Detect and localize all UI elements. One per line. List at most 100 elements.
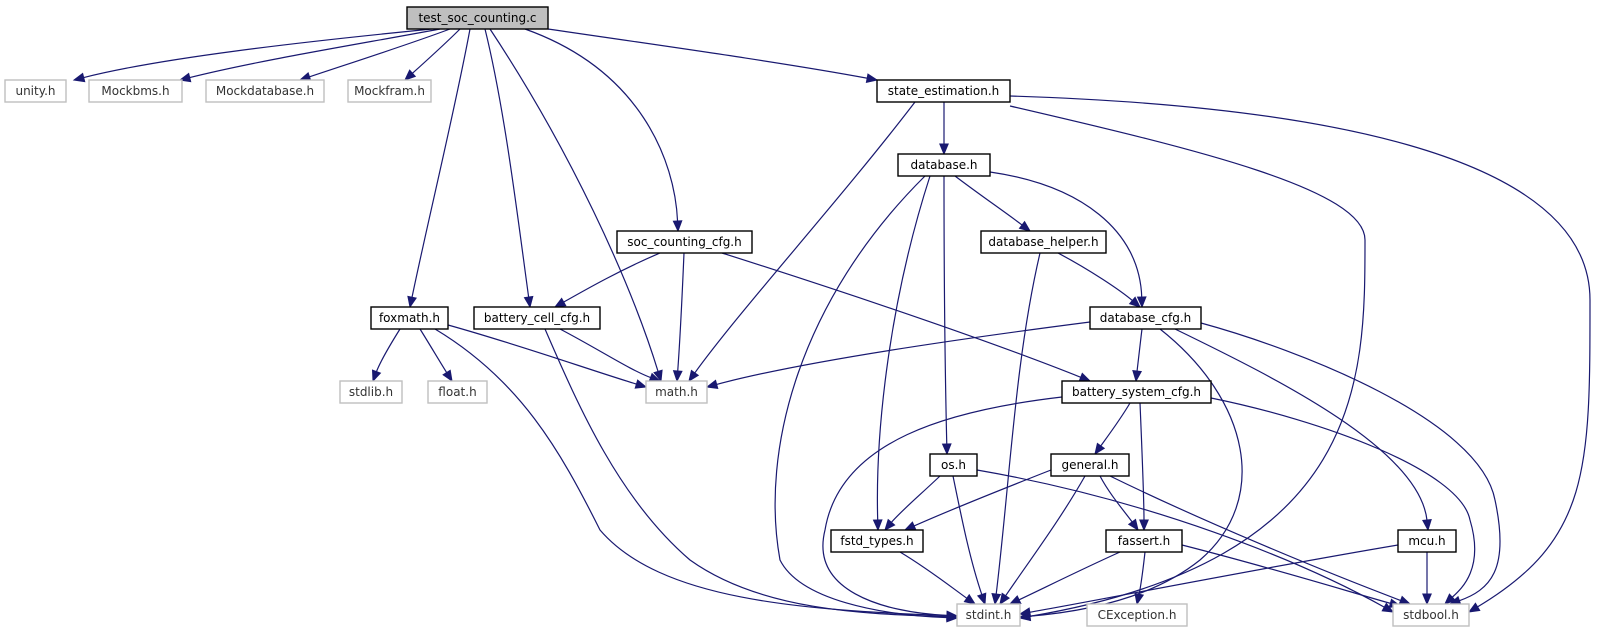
node-mockfram-h: Mockfram.h [347,79,432,103]
node-box [339,380,403,404]
node-foxmath-h[interactable]: foxmath.h [370,306,449,330]
edge-line [954,175,1024,227]
edge-foxmath_h-to-math_h [447,324,648,389]
edge-line [1200,322,1501,602]
edge-foxmath_h-to-stdint_h [434,328,959,621]
arrowhead [653,369,663,383]
node-os-h[interactable]: os.h [929,453,978,477]
arrowhead [999,592,1011,606]
edge-line [1009,95,1591,608]
node-mockbms-h: Mockbms.h [88,79,183,103]
arrowhead [941,443,952,456]
edge-test_soc_counting_c-to-math_h [489,28,663,383]
edge-battery_cell_cfg_h-to-stdint_h [544,328,959,622]
edge-state_estimation_h-to-stdbool_h [1009,95,1591,613]
arrowhead [1094,442,1106,456]
node-float-h: float.h [427,380,488,404]
node-cexception-h: CException.h [1086,603,1188,627]
edge-database_cfg_h-to-math_h [705,321,1091,390]
node-box [1086,603,1188,627]
node-label: unity.h [15,84,55,98]
arrowhead [1134,592,1145,606]
edge-line [822,396,1063,617]
edge-os_h-to-fstd_types_h [884,475,941,531]
edge-database_h-to-database_helper_h [954,175,1032,232]
edge-test_soc_counting_c-to-mockdatabase_h [298,28,451,82]
edge-line [375,328,401,373]
arrowhead [946,610,959,621]
edge-line [188,28,441,79]
edge-line [1028,544,1399,614]
edge-test_soc_counting_c-to-unity_h [72,28,433,83]
edge-line [411,28,471,299]
edge-line [995,252,1041,596]
arrowhead [1398,595,1412,605]
edge-database_cfg_h-to-battery_system_cfg_h [1132,328,1143,383]
node-state-estimation-h[interactable]: state_estimation.h [876,79,1011,103]
edge-database_h-to-os_h [941,175,952,456]
edge-test_soc_counting_c-to-state_estimation_h [547,28,879,83]
arrowhead [672,370,683,383]
arrowhead [371,369,382,383]
node-fassert-h[interactable]: fassert.h [1105,529,1183,553]
edge-line [447,324,638,385]
edge-fassert_h-to-cexception_h [1134,551,1146,606]
edge-line [559,328,652,379]
edge-line [1099,402,1131,448]
arrowhead [872,519,883,532]
edge-mcu_h-to-stdbool_h [1422,551,1432,606]
edge-line [1138,551,1146,596]
node-database-cfg-h[interactable]: database_cfg.h [1089,306,1202,330]
node-label: state_estimation.h [888,84,1000,98]
node-test-soc-counting-c[interactable]: test_soc_counting.c [406,6,549,30]
node-box [929,453,978,477]
arrowhead [1422,593,1432,606]
node-database-helper-h[interactable]: database_helper.h [980,230,1107,254]
edge-test_soc_counting_c-to-mockfram_h [404,28,461,81]
arrowhead [688,369,700,383]
edge-fassert_h-to-stdint_h [1008,551,1121,605]
node-box [645,380,708,404]
edge-line [876,175,931,522]
node-fstd-types-h[interactable]: fstd_types.h [830,529,924,553]
edge-test_soc_counting_c-to-soc_counting_cfg_h [524,28,683,233]
node-label: stdlib.h [349,385,393,399]
node-box [4,79,67,103]
node-label: database_cfg.h [1100,311,1192,325]
node-box [830,529,924,553]
arrowhead [976,592,987,606]
node-label: fassert.h [1118,534,1171,548]
nodes-layer: test_soc_counting.c unity.h Mockbms.h Mockd… [4,6,1470,627]
node-label: battery_system_cfg.h [1072,385,1201,399]
node-box [205,79,325,103]
edge-foxmath_h-to-float_h [419,328,453,383]
arrowhead [1139,519,1149,532]
arrowhead [1422,519,1432,532]
node-mcu-h[interactable]: mcu.h [1397,529,1457,553]
edge-soc_counting_cfg_h-to-battery_cell_cfg_h [553,252,661,308]
arrowhead [705,379,719,390]
edge-line [976,469,1386,609]
node-box [897,153,991,177]
edge-line [677,252,685,373]
node-label: fstd_types.h [840,534,913,548]
edge-line [544,328,949,618]
node-label: CException.h [1098,608,1177,622]
edge-database_h-to-database_cfg_h [989,171,1147,309]
node-battery-system-cfg-h[interactable]: battery_system_cfg.h [1061,380,1212,404]
node-label: Mockdatabase.h [216,84,314,98]
node-general-h[interactable]: general.h [1050,453,1130,477]
node-database-h[interactable]: database.h [897,153,991,177]
node-battery-cell-cfg-h[interactable]: battery_cell_cfg.h [473,306,601,330]
node-box [1392,603,1470,627]
edge-line [547,28,869,79]
node-soc-counting-cfg-h[interactable]: soc_counting_cfg.h [616,230,753,254]
node-label: math.h [655,385,698,399]
arrowhead [1128,296,1141,308]
node-box [406,6,549,30]
node-box [616,230,753,254]
arrowhead [634,379,648,389]
edge-line [1004,475,1086,597]
node-label: os.h [941,458,966,472]
